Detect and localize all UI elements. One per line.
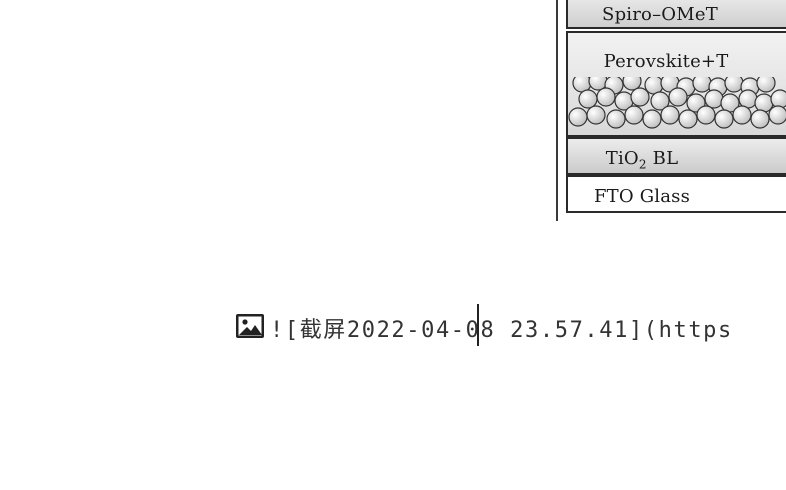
image-icon[interactable] [236, 314, 264, 338]
nanoparticle-spheres [568, 77, 786, 129]
markdown-image-text[interactable]: ![截屏2022-04-08 23.57.41](https [270, 318, 733, 343]
text-cursor [477, 304, 479, 346]
tio2-blocking-layer: TiO2 BL [566, 137, 786, 175]
fto-layer-label: FTO Glass [593, 186, 691, 207]
perovskite-layer-label: Perovskite+T [603, 51, 729, 72]
perovskite-layer: Perovskite+T [566, 31, 786, 137]
fto-glass-layer: FTO Glass [566, 175, 786, 213]
tio2-layer-label: TiO2 BL [605, 148, 679, 172]
spiro-ometad-layer: Spiro–OMeT [566, 0, 786, 29]
spiro-layer-label: Spiro–OMeT [602, 4, 718, 25]
device-structure-diagram: Spiro–OMeT Perovskite+T [556, 0, 786, 221]
